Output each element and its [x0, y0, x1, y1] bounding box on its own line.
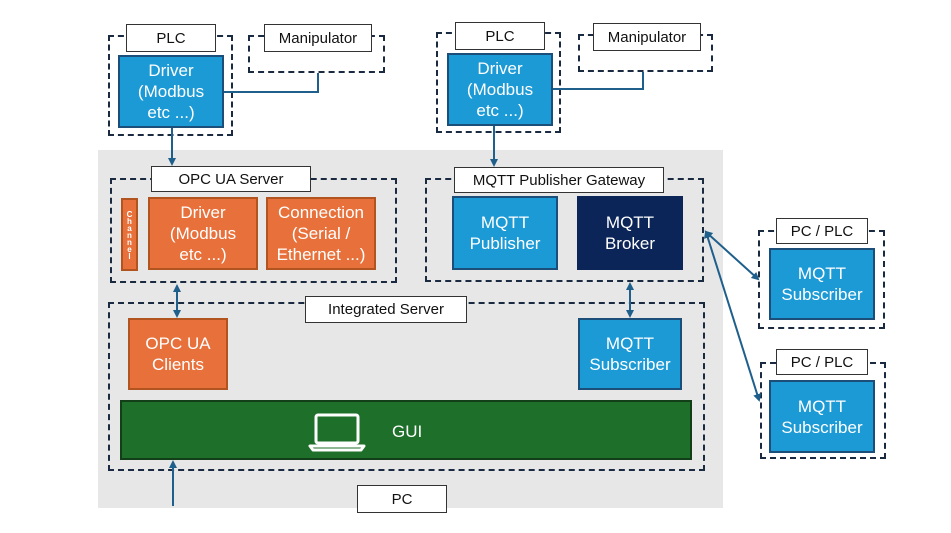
- left-plc-driver-block: Driver (Modbus etc ...): [118, 55, 224, 128]
- pc-label: PC: [357, 485, 447, 513]
- right-manipulator-label: Manipulator: [593, 23, 701, 51]
- integrated-server-label: Integrated Server: [305, 296, 467, 323]
- left-driver-manipulator-link: [224, 73, 319, 93]
- opc-driver-block: Driver (Modbus etc ...): [148, 197, 258, 270]
- left-plc-label: PLC: [126, 24, 216, 52]
- mqtt-publisher-block: MQTT Publisher: [452, 196, 558, 270]
- remote-mqtt-subscriber-block-2: MQTT Subscriber: [769, 380, 875, 453]
- laptop-icon: [308, 413, 366, 452]
- opc-ua-server-label: OPC UA Server: [151, 166, 311, 192]
- gui-bar[interactable]: GUI: [120, 400, 692, 460]
- mqtt-gateway-label: MQTT Publisher Gateway: [454, 167, 664, 193]
- gui-label: GUI: [392, 422, 423, 441]
- mqtt-broker-block: MQTT Broker: [577, 196, 683, 270]
- connection-block: Connection (Serial / Ethernet ...): [266, 197, 376, 270]
- gateway-remote-2-arrow: [703, 230, 762, 402]
- remote-subscriber-label-1: PC / PLC: [776, 218, 868, 244]
- channel-block: Channel: [121, 198, 138, 271]
- remote-subscriber-label-2: PC / PLC: [776, 349, 868, 375]
- remote-mqtt-subscriber-block-1: MQTT Subscriber: [769, 248, 875, 320]
- right-plc-driver-block: Driver (Modbus etc ...): [447, 53, 553, 126]
- right-plc-label: PLC: [455, 22, 545, 50]
- mqtt-subscriber-block: MQTT Subscriber: [578, 318, 682, 390]
- right-driver-manipulator-link: [553, 72, 644, 90]
- left-manipulator-label: Manipulator: [264, 24, 372, 52]
- opc-ua-clients-block: OPC UA Clients: [128, 318, 228, 390]
